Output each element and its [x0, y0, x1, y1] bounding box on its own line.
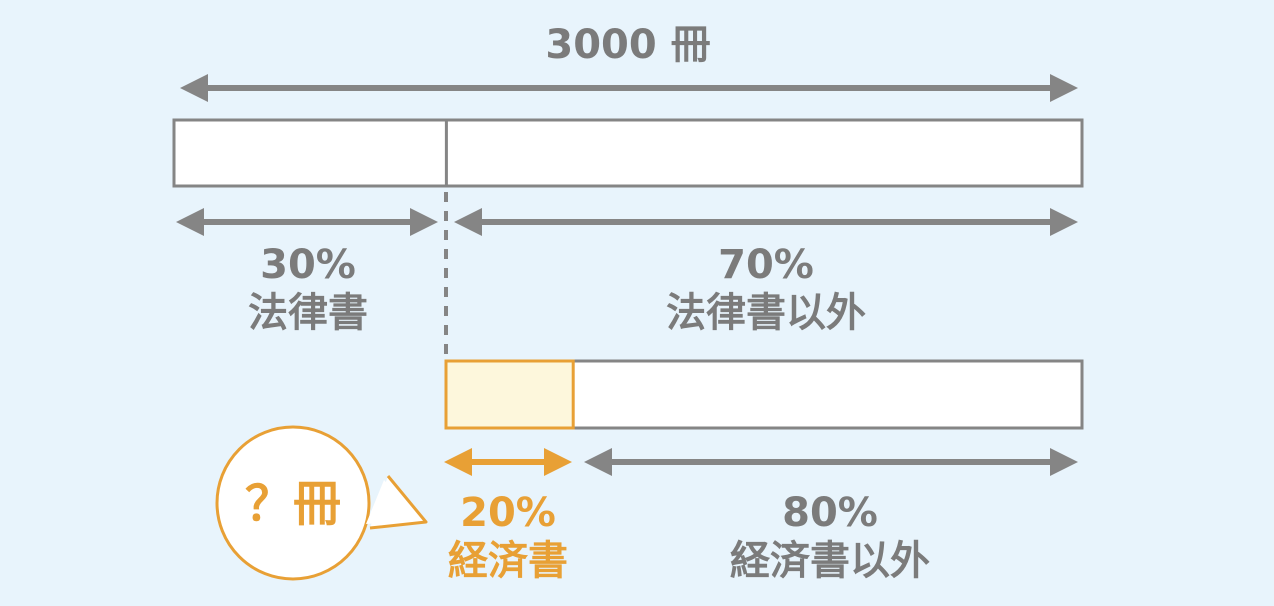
total-arrow — [180, 74, 1078, 102]
bar1-left-percent: 30% — [260, 242, 356, 288]
bar1-box — [172, 118, 1084, 188]
bar1-left-arrow — [176, 208, 438, 236]
speech-bubble: ？冊 — [215, 425, 428, 581]
bar2-left-name: 経済書 — [448, 538, 568, 584]
bar2-left-arrow — [444, 448, 572, 476]
bar2-highlight-segment — [444, 359, 575, 430]
bar2-right-arrow — [584, 448, 1078, 476]
bar1-right-name: 法律書以外 — [666, 290, 866, 336]
bar1-right-percent: 70% — [718, 242, 814, 288]
bar2-left-percent: 20% — [460, 490, 556, 536]
bar1-left-name: 法律書 — [248, 290, 368, 336]
bubble-text: ？冊 — [245, 476, 341, 532]
bar2-right-percent: 80% — [782, 490, 878, 536]
total-label: 3000 冊 — [545, 22, 710, 68]
bar1-right-arrow — [454, 208, 1078, 236]
bar2-right-name: 経済書以外 — [730, 538, 930, 584]
